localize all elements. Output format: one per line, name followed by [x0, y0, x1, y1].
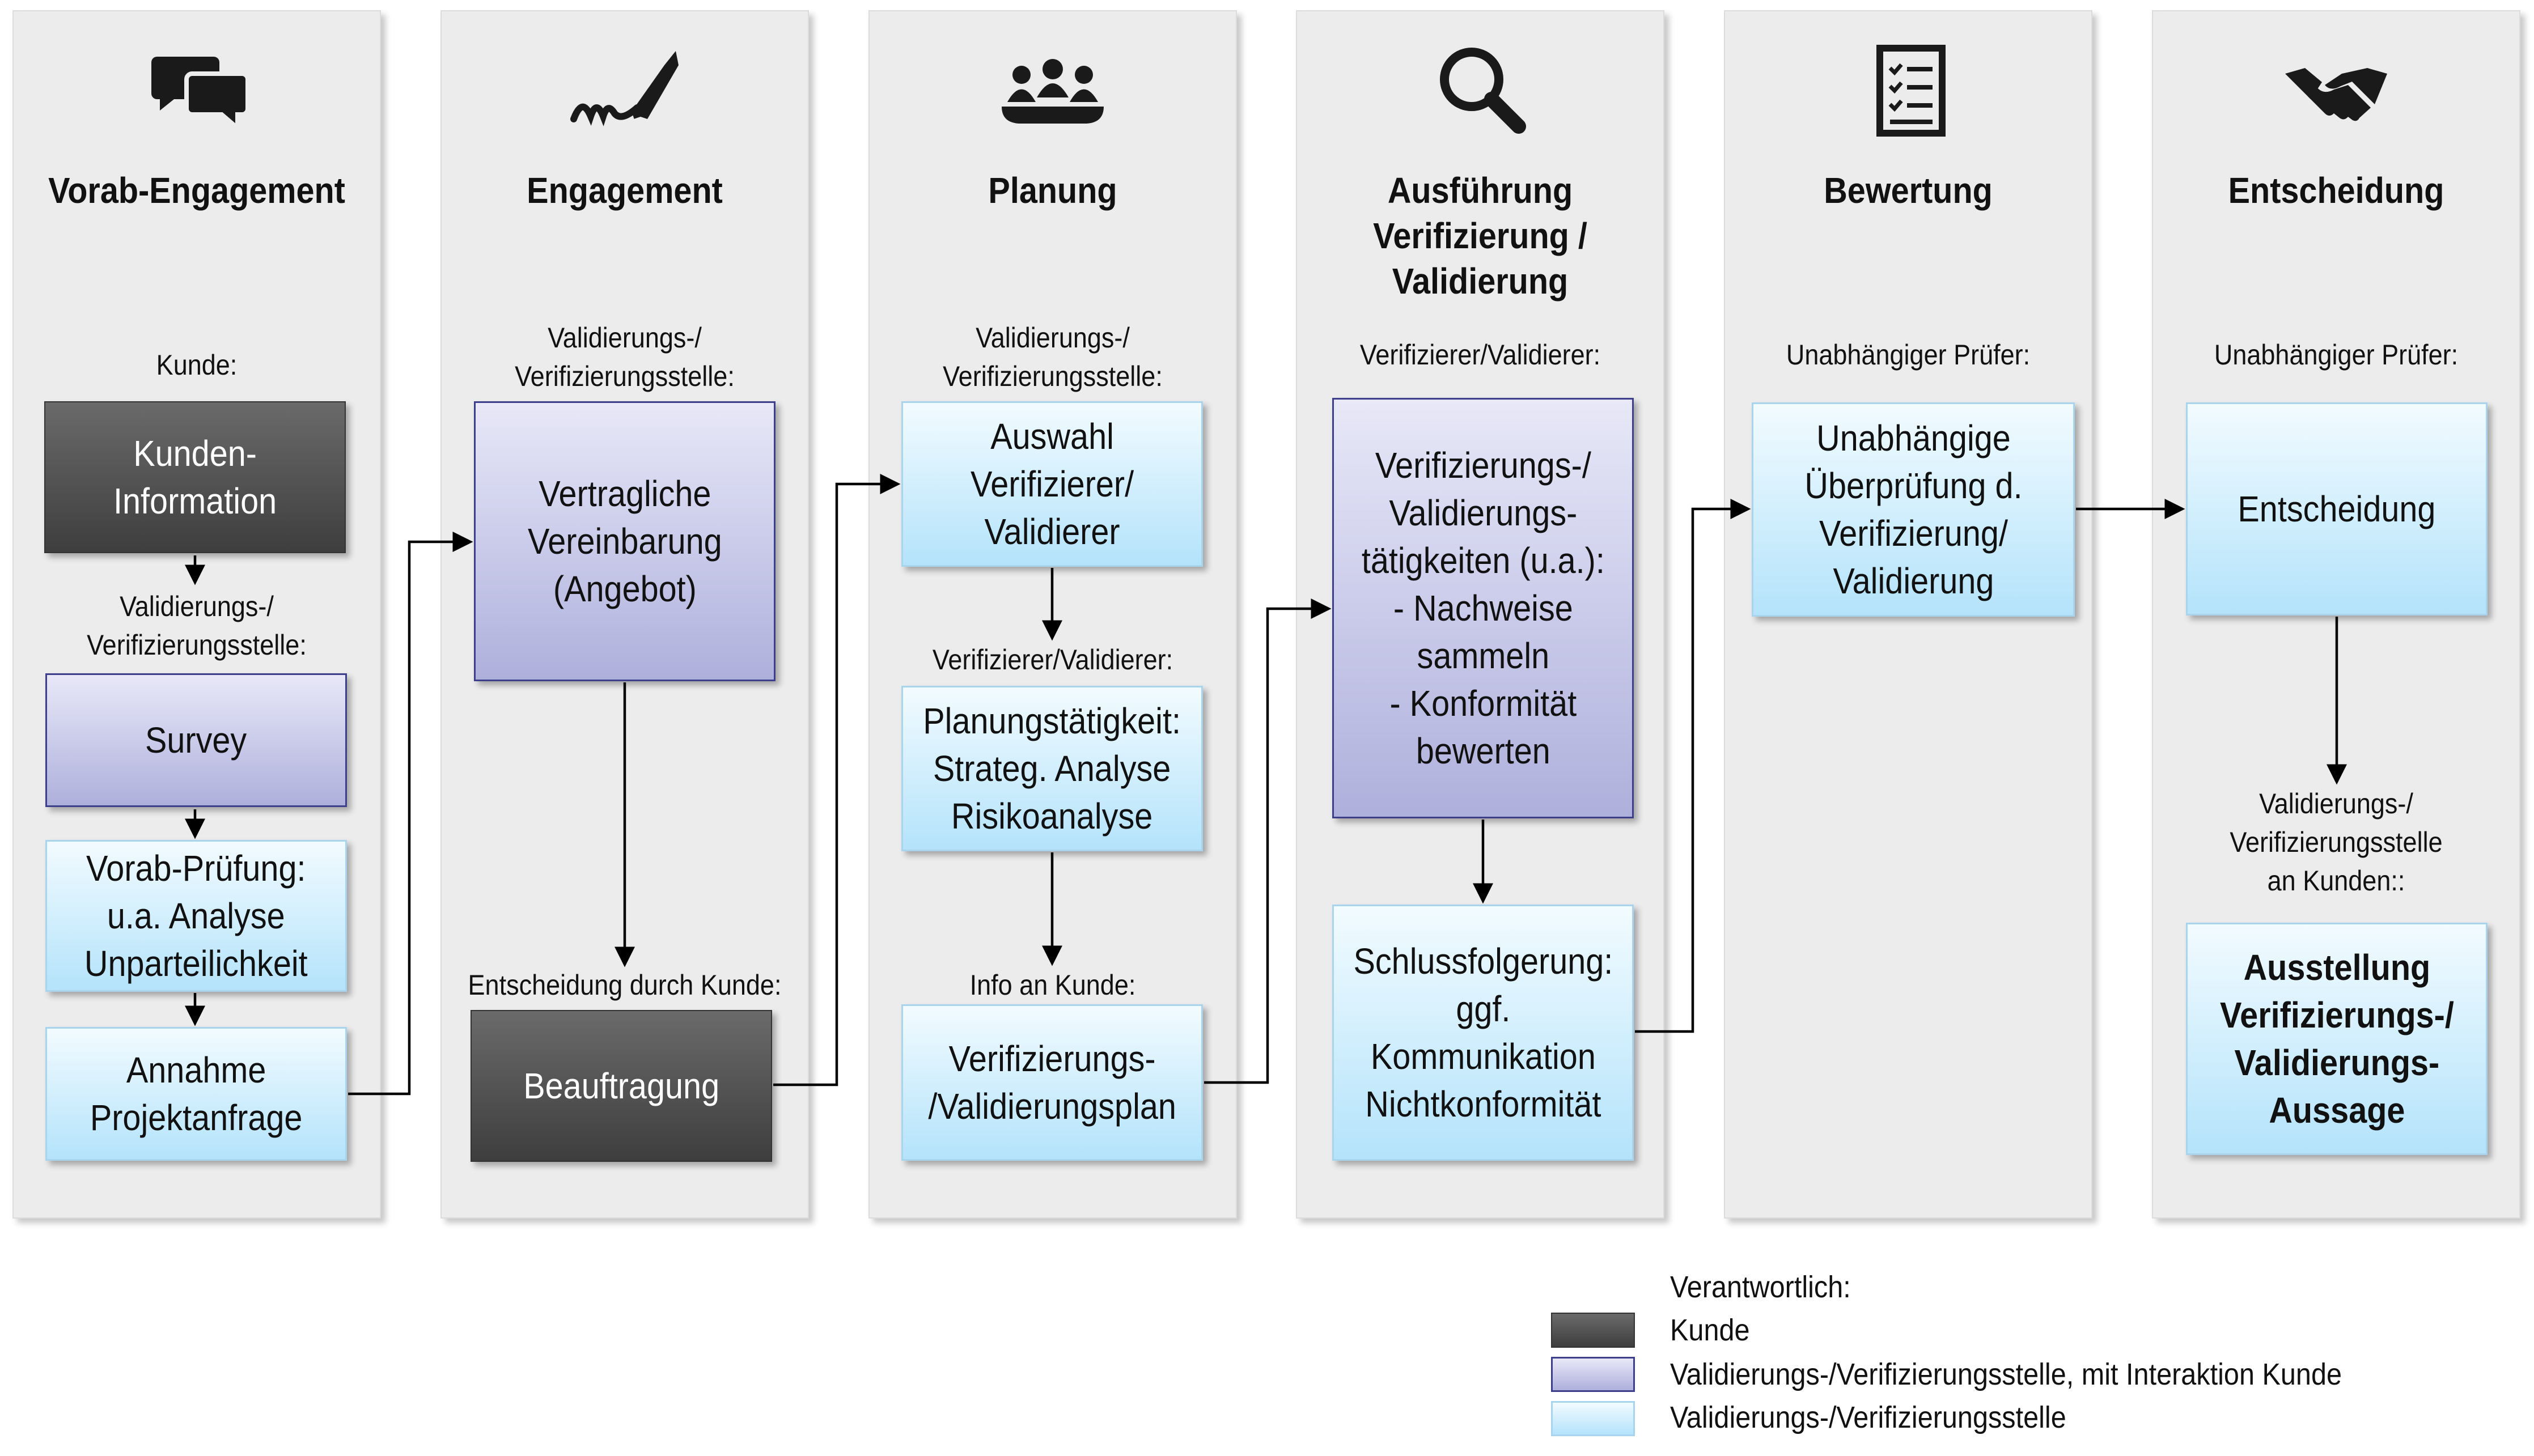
- phase-title-bewertung: Bewertung: [1824, 170, 1993, 211]
- phase-title-entscheidung: Entscheidung: [2228, 170, 2444, 211]
- arrow-plan-to-taetigkeiten: [1204, 598, 1332, 1084]
- phase-title-vorab-engagement: Vorab-Engagement: [48, 170, 345, 211]
- role-label-stelle: Validierungs-/ Verifizierungsstelle:: [943, 322, 1163, 392]
- phase-title-engagement: Engagement: [527, 170, 723, 211]
- arrow-schluss-to-ueberpruefung: [1635, 499, 1751, 1033]
- magnifier-icon: [1440, 48, 1526, 134]
- role-label-pruefer: Unabhängiger Prüfer:: [2214, 339, 2459, 371]
- role-label-entscheidung-kunde: Entscheidung durch Kunde:: [468, 969, 782, 1001]
- box-verifizierungsplan: Verifizierungs-/Validierungsplan: [901, 1004, 1203, 1161]
- role-label-pruefer: Unabhängiger Prüfer:: [1786, 339, 2031, 371]
- handshake-icon: [2285, 68, 2387, 121]
- role-label-stelle-an-kunden: Validierungs-/ Verifizierungsstelle an K…: [2230, 788, 2443, 897]
- checklist-icon: [1876, 45, 1946, 137]
- role-label-stelle: Validierungs-/ Verifizierungsstelle:: [87, 591, 307, 661]
- signature-pen-icon: [570, 51, 679, 126]
- legend-swatch-stelle: [1551, 1401, 1635, 1436]
- box-survey: Survey: [45, 673, 347, 807]
- legend-title: Verantwortlich:: [1670, 1270, 1851, 1304]
- speech-bubbles-icon: [151, 57, 250, 133]
- legend-label-kunde: Kunde: [1670, 1313, 1750, 1347]
- role-label-verifizierer: Verifizierer/Validierer:: [1359, 339, 1601, 371]
- box-beauftragung: Beauftragung: [471, 1010, 772, 1162]
- legend-label-interaktion: Validierungs-/Verifizierungsstelle, mit …: [1670, 1357, 2342, 1391]
- legend-label-stelle: Validierungs-/Verifizierungsstelle: [1670, 1400, 2066, 1434]
- role-label-kunde: Kunde:: [156, 349, 238, 381]
- role-label-verifizierer: Verifizierer/Validierer:: [932, 644, 1173, 676]
- arrow-annahme-to-vertragliche: [348, 532, 473, 1096]
- arrow-beauftragung-to-auswahl: [773, 474, 901, 1086]
- legend-swatch-interaktion: [1551, 1357, 1635, 1392]
- role-label-stelle: Validierungs-/ Verifizierungsstelle:: [515, 322, 735, 392]
- box-verifizierungstaetigkeiten: Verifizierungs-/Validierungs-tätigkeiten…: [1332, 398, 1634, 818]
- phase-title-ausfuehrung: Ausführung Verifizierung / Validierung: [1373, 170, 1587, 302]
- phase-title-planung: Planung: [988, 170, 1117, 211]
- box-kunden-information: Kunden-Information: [44, 401, 346, 553]
- legend-swatch-kunde: [1551, 1313, 1635, 1348]
- role-label-info-kunde: Info an Kunde:: [969, 969, 1136, 1001]
- people-meeting-icon: [1002, 59, 1104, 124]
- box-entscheidung: Entscheidung: [2186, 402, 2488, 615]
